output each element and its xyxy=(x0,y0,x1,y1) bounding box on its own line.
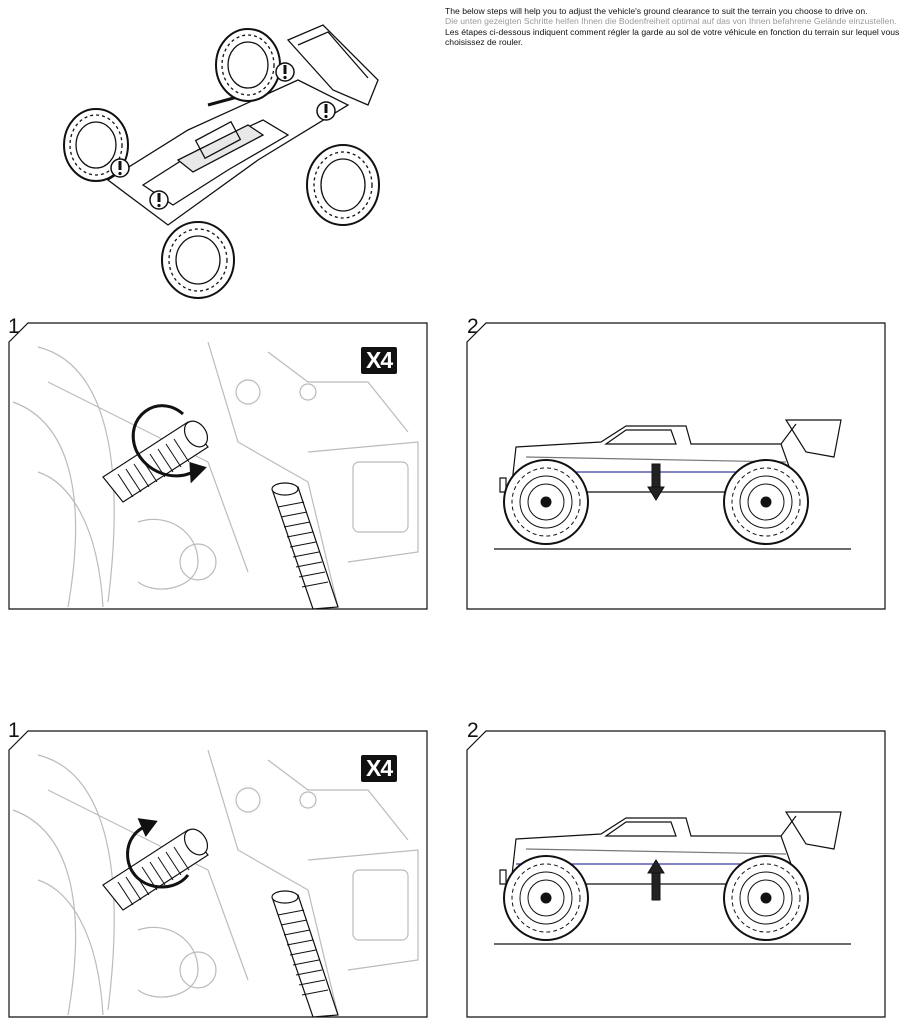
shock-absorber xyxy=(102,420,209,503)
wheel-rear-left xyxy=(215,28,281,102)
step-number-2: 2 xyxy=(467,719,479,742)
intro-english: The below steps will help you to adjust … xyxy=(445,6,868,16)
exclamation-circle-icon xyxy=(275,62,295,82)
wheel xyxy=(503,459,589,545)
step-2-raised-truck-panel xyxy=(466,730,886,1020)
step-number-2: 2 xyxy=(467,315,479,338)
shock-absorber xyxy=(102,828,209,911)
truck-overview-illustration xyxy=(48,10,388,300)
wheel xyxy=(503,855,589,941)
step-number-1: 1 xyxy=(8,315,20,338)
intro-text: The below steps will help you to adjust … xyxy=(445,6,907,48)
intro-french: Les étapes ci-dessous indiquent comment … xyxy=(445,26,900,48)
exclamation-circle-icon xyxy=(110,158,130,178)
wheel-front-right xyxy=(161,221,235,299)
step-1-shock-adjust-panel: X4 xyxy=(8,322,428,612)
step-1-shock-adjust-panel: X4 xyxy=(8,730,428,1020)
intro-german: Die unten gezeigten Schritte helfen Ihne… xyxy=(445,16,897,27)
quantity-badge: X4 xyxy=(361,347,398,374)
arrow-up-icon xyxy=(647,859,665,901)
shock-absorber xyxy=(271,890,339,1018)
step-2-lowered-truck-panel xyxy=(466,322,886,612)
exclamation-circle-icon xyxy=(316,101,336,121)
truck-side-view xyxy=(499,811,842,885)
arrow-down-icon xyxy=(647,463,665,501)
wheel xyxy=(723,855,809,941)
wheel-rear-right xyxy=(306,144,380,226)
rotate-arrow-icon xyxy=(131,404,207,484)
rotate-arrow-icon xyxy=(126,818,190,889)
wheel xyxy=(723,459,809,545)
exclamation-circle-icon xyxy=(149,190,169,210)
step-number-1: 1 xyxy=(8,719,20,742)
quantity-badge: X4 xyxy=(361,755,398,782)
shock-absorber xyxy=(271,482,339,610)
